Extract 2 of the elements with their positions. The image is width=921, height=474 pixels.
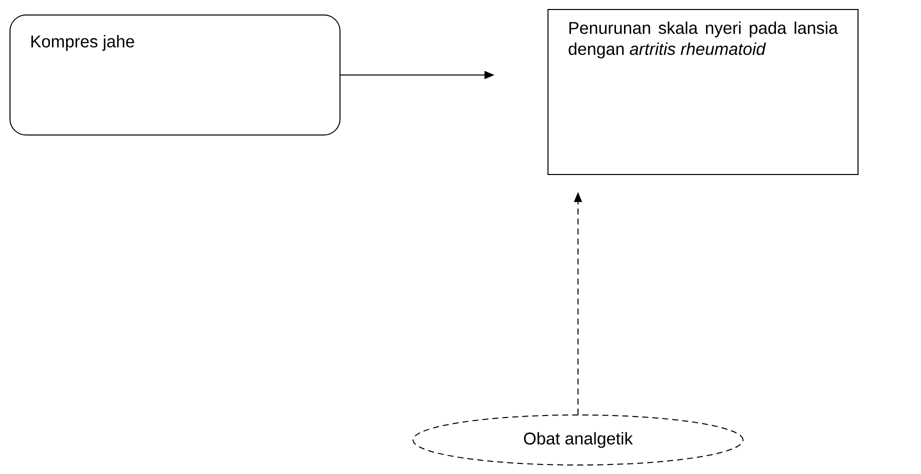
outcome-box: Penurunan skala nyeri pada lansia dengan artritis rheumatoid: [548, 9, 858, 175]
process-box: Kompres jahe: [10, 14, 340, 136]
